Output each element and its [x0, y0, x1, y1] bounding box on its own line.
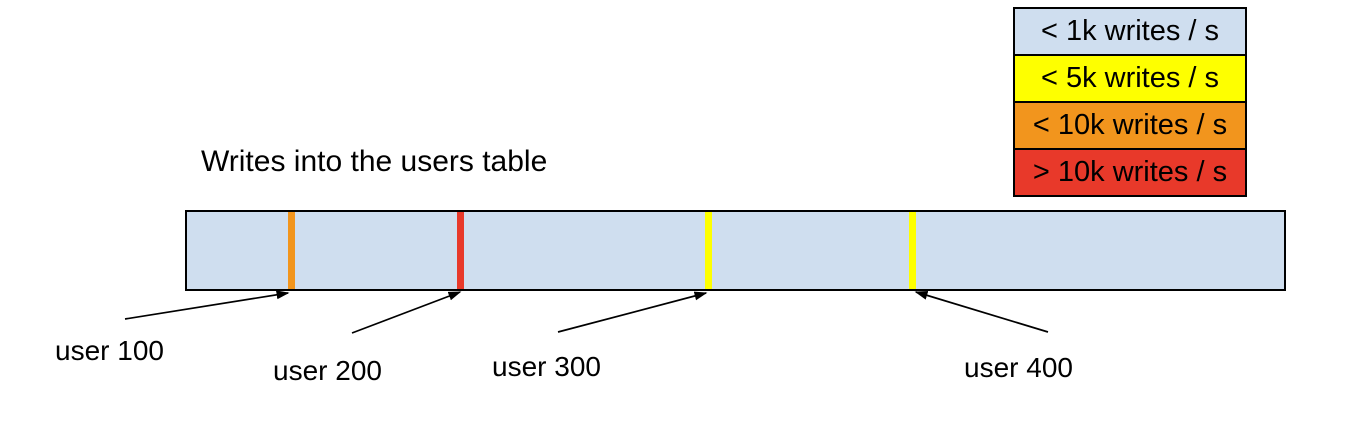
arrow-user-300: [557, 291, 708, 333]
users-table-bar: [185, 210, 1286, 291]
legend-item-lt-10k: < 10k writes / s: [1013, 101, 1247, 150]
label-user-400: user 400: [964, 352, 1073, 383]
label-user-300: user 300: [492, 351, 601, 382]
label-user-200: user 200: [273, 355, 382, 386]
arrow-user-200: [351, 291, 462, 334]
legend-item-gt-10k: > 10k writes / s: [1013, 148, 1247, 197]
arrow-user-100: [124, 290, 290, 320]
legend: < 1k writes / s < 5k writes / s < 10k wr…: [1013, 7, 1247, 197]
arrow-user-400: [914, 291, 1049, 333]
legend-item-lt-1k: < 1k writes / s: [1013, 7, 1247, 56]
hotspot-marker-user-100: [288, 212, 295, 289]
label-user-100: user 100: [55, 335, 164, 366]
legend-item-lt-5k: < 5k writes / s: [1013, 54, 1247, 103]
hotspot-marker-user-400: [909, 212, 916, 289]
hotspot-marker-user-200: [457, 212, 464, 289]
hotspot-marker-user-300: [705, 212, 712, 289]
diagram-title: Writes into the users table: [201, 145, 548, 178]
